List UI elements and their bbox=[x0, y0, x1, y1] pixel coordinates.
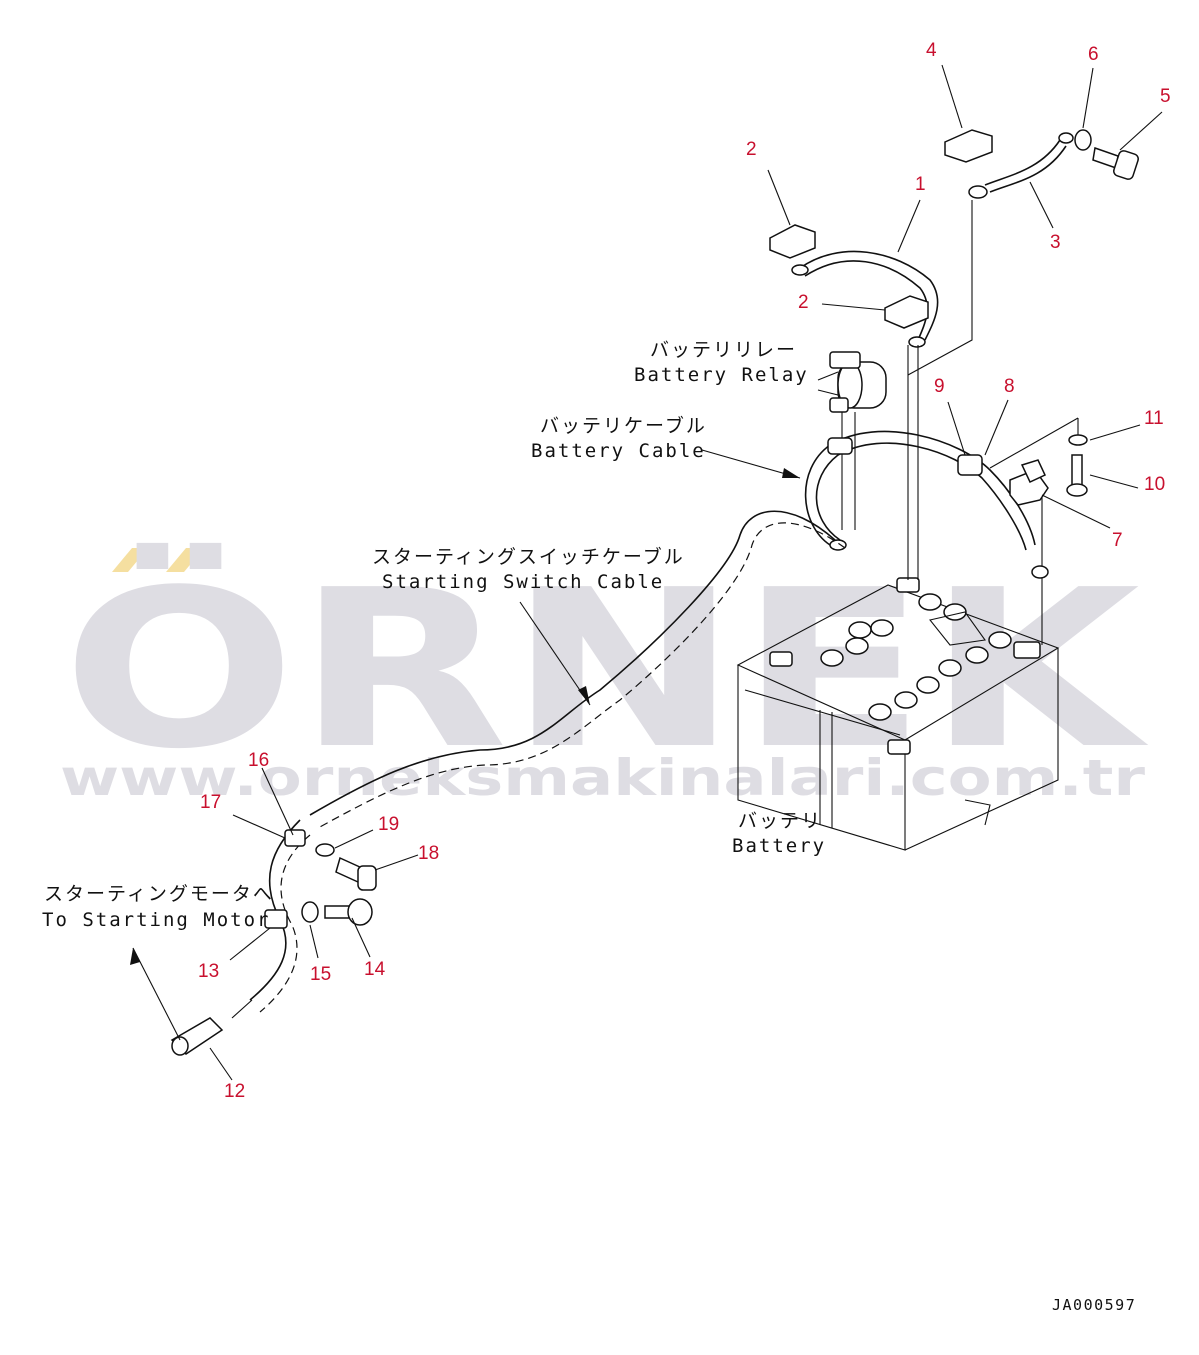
callout-2b: 2 bbox=[798, 292, 809, 313]
callout-17: 17 bbox=[200, 792, 221, 813]
label-battery-cable-jp: バッテリケーブル bbox=[540, 414, 707, 437]
battery-relay bbox=[817, 351, 887, 413]
callouts: 1 2 2 3 4 5 6 7 8 9 10 11 12 13 14 15 16… bbox=[198, 40, 1171, 1102]
callout-5: 5 bbox=[1160, 86, 1171, 107]
doc-id: JA000597 bbox=[1052, 1296, 1136, 1314]
leader-lines bbox=[130, 64, 1163, 1081]
callout-2: 2 bbox=[746, 139, 757, 160]
callout-6: 6 bbox=[1088, 44, 1099, 65]
callout-11: 11 bbox=[1144, 408, 1164, 429]
label-starting-switch-cable-jp: スターティングスイッチケーブル bbox=[372, 545, 685, 568]
watermark-url: www.orneksmakinalari.com.tr bbox=[60, 749, 1145, 807]
callout-3: 3 bbox=[1050, 232, 1061, 253]
watermark-brand: ÖRNEK bbox=[62, 543, 1149, 797]
watermark: ÖRNEK www.orneksmakinalari.com.tr bbox=[60, 543, 1149, 807]
label-battery-en: Battery bbox=[732, 835, 826, 857]
callout-14: 14 bbox=[364, 959, 386, 980]
label-battery-relay-en: Battery Relay bbox=[634, 364, 809, 386]
label-to-starting-motor-jp: スターティングモータへ bbox=[44, 883, 274, 905]
callout-15: 15 bbox=[310, 964, 331, 985]
callout-16: 16 bbox=[248, 750, 269, 771]
callout-7: 7 bbox=[1112, 530, 1123, 551]
hardware bbox=[170, 129, 1139, 1056]
label-battery-jp: バッテリ bbox=[738, 810, 822, 832]
callout-8: 8 bbox=[1004, 376, 1015, 397]
callout-9: 9 bbox=[934, 376, 945, 397]
callout-12: 12 bbox=[224, 1081, 245, 1102]
label-starting-switch-cable-en: Starting Switch Cable bbox=[382, 571, 664, 593]
watermark-accent-mark bbox=[112, 548, 148, 572]
label-battery-relay-jp: バッテリリレー bbox=[650, 339, 797, 361]
callout-18: 18 bbox=[418, 843, 439, 864]
callout-1: 1 bbox=[915, 174, 926, 195]
watermark-accent-mark bbox=[166, 548, 204, 572]
callout-19: 19 bbox=[378, 814, 399, 835]
battery-assembly bbox=[736, 577, 1060, 851]
callout-4: 4 bbox=[926, 40, 937, 61]
labels: バッテリリレー Battery Relay バッテリケーブル Battery C… bbox=[42, 339, 1136, 1314]
label-to-starting-motor-en: To Starting Motor bbox=[42, 909, 270, 931]
callout-10: 10 bbox=[1144, 474, 1165, 495]
callout-13: 13 bbox=[198, 961, 219, 982]
label-battery-cable-en: Battery Cable bbox=[531, 440, 706, 462]
